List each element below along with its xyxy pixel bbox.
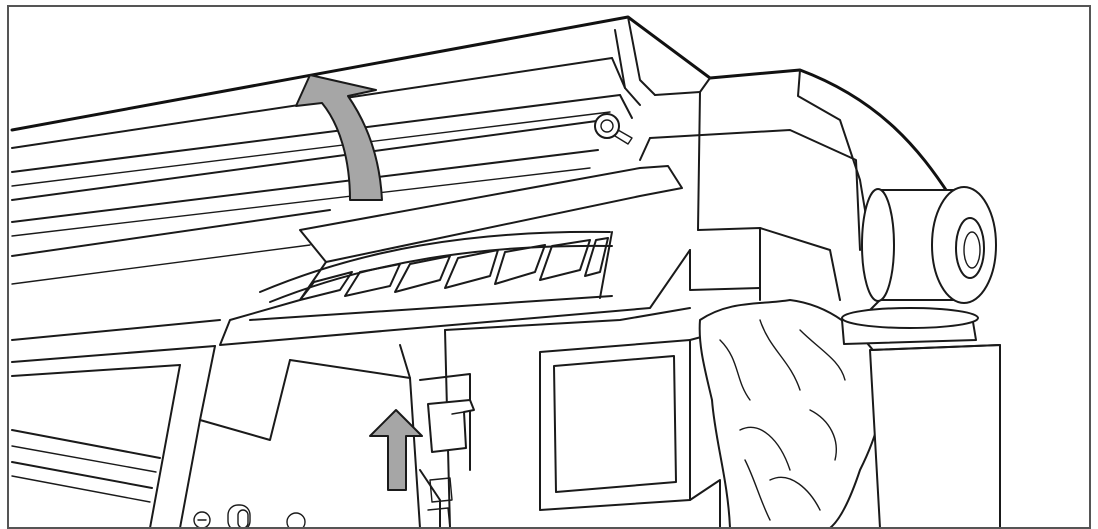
release-lever [427, 399, 475, 453]
cleaning-cloth [698, 299, 885, 527]
lower-plate-detail [427, 477, 453, 527]
printer-top-cover [10, 15, 712, 285]
thumb-screw-icon [594, 113, 633, 145]
control-panel-buttons [193, 504, 306, 527]
guide-ribs [299, 237, 609, 301]
printer-right-housing [639, 68, 952, 321]
lift-cover-arrow-icon [295, 74, 383, 201]
lift-lever-arrow-icon [369, 409, 423, 491]
cleaning-liquid-bottle [841, 307, 1001, 527]
paper-roll-holder [861, 186, 997, 304]
